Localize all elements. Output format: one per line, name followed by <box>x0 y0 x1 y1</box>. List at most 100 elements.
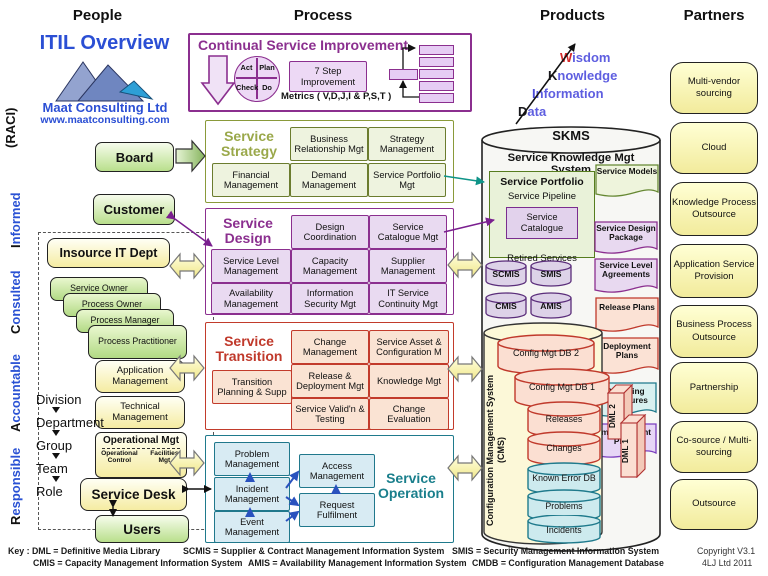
key-scmis: SCMIS = Supplier & Contract Management I… <box>183 546 445 556</box>
db-label: Changes <box>546 443 582 453</box>
process-box-event-mgmt: Event Management <box>214 511 290 543</box>
process-box-service-portfolio-mgt: Service Portfolio Mgt <box>368 163 446 197</box>
changes-cylinder: Changes <box>527 431 601 467</box>
pdca-divider <box>236 77 277 79</box>
divider <box>102 448 180 449</box>
process-box-access-mgmt: Access Management <box>299 454 375 488</box>
process-box-supplier-mgmt: Supplier Management <box>369 249 447 283</box>
service-catalogue-box: Service Catalogue <box>506 207 578 239</box>
doc-label: Service Level Agreements <box>599 260 653 280</box>
partner-kpo: Knowledge Process Outsource <box>670 182 758 236</box>
db-label: CMIS <box>495 301 517 311</box>
down-triangle-icon <box>52 476 60 482</box>
doc-label: Service Design Package <box>596 223 656 243</box>
process-box-change-mgmt: Change Management <box>291 330 369 364</box>
process-box-business-relationship: Business Relationship Mgt <box>290 127 368 161</box>
service-strategy-title: Service Strategy <box>220 127 278 159</box>
header-products: Products <box>539 6 605 24</box>
db-label: Releases <box>545 414 583 424</box>
raci-consulted-initial: C <box>8 324 23 334</box>
company-name: Maat Consulting Ltd <box>42 99 168 115</box>
partner-multi-vendor: Multi-vendor sourcing <box>670 62 758 114</box>
process-box-service-level-mgmt: Service Level Management <box>211 249 291 283</box>
process-box-it-service-continuity: IT Service Continuity Mgt <box>369 283 447 314</box>
doc-service-level-agreements: Service Level Agreements <box>594 258 658 296</box>
header-people: People <box>72 6 123 24</box>
metric-bar <box>419 57 454 67</box>
org-level-division: Division <box>36 392 82 407</box>
down-triangle-icon <box>52 453 60 459</box>
process-box-change-evaluation: Change Evaluation <box>369 398 449 430</box>
metric-bar <box>419 69 454 79</box>
process-box-transition-planning: Transition Planning & Supp <box>212 370 292 404</box>
company-website: www.maatconsulting.com <box>40 114 170 126</box>
db-label: SCMIS <box>492 269 520 279</box>
scmis-cylinder: SCMIS <box>485 260 527 288</box>
operational-mgt-box: Operational Mgt Operational Control Faci… <box>95 432 187 478</box>
wkid-information: Information <box>532 86 604 101</box>
raci-responsible: Responsible <box>8 440 26 532</box>
raci-label: (RACI) <box>3 107 18 149</box>
wkid-knowledge: Knowledge <box>548 68 617 83</box>
process-box-sacm: Service Asset & Configuration M <box>369 330 449 364</box>
amis-cylinder: AMIS <box>530 292 572 320</box>
raci-accountable: Accountable <box>8 348 26 438</box>
doc-deployment-plans: Deployment Plans <box>595 337 659 377</box>
incidents-cylinder: Incidents <box>527 515 601 545</box>
db-label: AMIS <box>540 301 562 311</box>
db-label: Config Mgt DB 2 <box>512 348 580 358</box>
insource-dept-title: Insource IT Dept <box>47 238 170 268</box>
process-box-service-validation: Service Valid'n & Testing <box>291 398 369 430</box>
page-title: ITIL Overview <box>39 31 170 54</box>
metric-bar <box>419 93 454 103</box>
db-label: SMIS <box>540 269 562 279</box>
wkid-data: Data <box>518 104 546 119</box>
key-cmis: CMIS = Capacity Management Information S… <box>33 558 243 568</box>
csi-metrics: Metrics ( V,D,J,I & P,S,T ) <box>281 91 392 102</box>
partner-cosource: Co-source / Multi-sourcing <box>670 421 758 473</box>
service-portfolio-box: Service Portfolio Service Pipeline Servi… <box>489 171 595 264</box>
releases-cylinder: Releases <box>527 401 601 439</box>
wisdom-initial: W <box>560 50 573 65</box>
retired-services-label: Retired Services <box>507 253 577 264</box>
wkid-wisdom: Wisdom <box>560 50 610 65</box>
cms-label2: (CMS) <box>496 437 506 463</box>
org-level-department: Department <box>36 415 104 430</box>
db-label: Problems <box>545 501 583 511</box>
doc-release-plans: Release Plans <box>595 297 659 335</box>
service-desk-box: Service Desk <box>80 478 187 511</box>
operational-mgt-title: Operational Mgt <box>102 435 180 446</box>
technical-management-box: Technical Management <box>95 396 185 429</box>
partner-partnership: Partnership <box>670 362 758 414</box>
key-dml: Key : DML = Definitive Media Library <box>8 546 161 556</box>
header-process: Process <box>293 6 353 24</box>
smis-cylinder: SMIS <box>530 260 572 288</box>
config-db1-cylinder: Config Mgt DB 1 <box>514 368 610 410</box>
doc-label: Service Models <box>596 166 658 176</box>
key-amis: AMIS = Availability Management Informati… <box>248 558 467 568</box>
service-design-title: Service Design <box>223 214 273 246</box>
doc-service-design-package: Service Design Package <box>594 221 658 257</box>
raci-informed-initial: I <box>8 244 23 248</box>
org-level-role: Role <box>36 484 63 499</box>
partner-asp: Application Service Provision <box>670 244 758 298</box>
service-portfolio-title: Service Portfolio <box>500 176 584 188</box>
db-label: Incidents <box>546 525 582 535</box>
key-cmdb: CMDB = Configuration Management Database <box>472 558 664 568</box>
process-box-capacity-mgmt: Capacity Management <box>291 249 369 283</box>
knowledge-initial: K <box>548 68 558 83</box>
knowledge-rest: nowledge <box>557 68 618 83</box>
information-rest: nformation <box>535 86 604 101</box>
raci-responsible-initial: R <box>8 515 23 525</box>
metric-bar <box>389 69 418 80</box>
org-level-group: Group <box>36 438 73 453</box>
service-transition-title: Service Transition <box>215 332 283 364</box>
application-management-box: Application Management <box>95 360 185 393</box>
process-box-availability-mgmt: Availability Management <box>211 283 291 314</box>
raci-consulted: Consulted <box>8 262 26 342</box>
process-box-info-security-mgt: Information Security Mgt <box>291 283 369 314</box>
operational-control-label: Operational Control <box>101 450 138 465</box>
users-box: Users <box>95 515 189 543</box>
facilities-mgt-label: Facilities Mgt <box>150 450 179 465</box>
